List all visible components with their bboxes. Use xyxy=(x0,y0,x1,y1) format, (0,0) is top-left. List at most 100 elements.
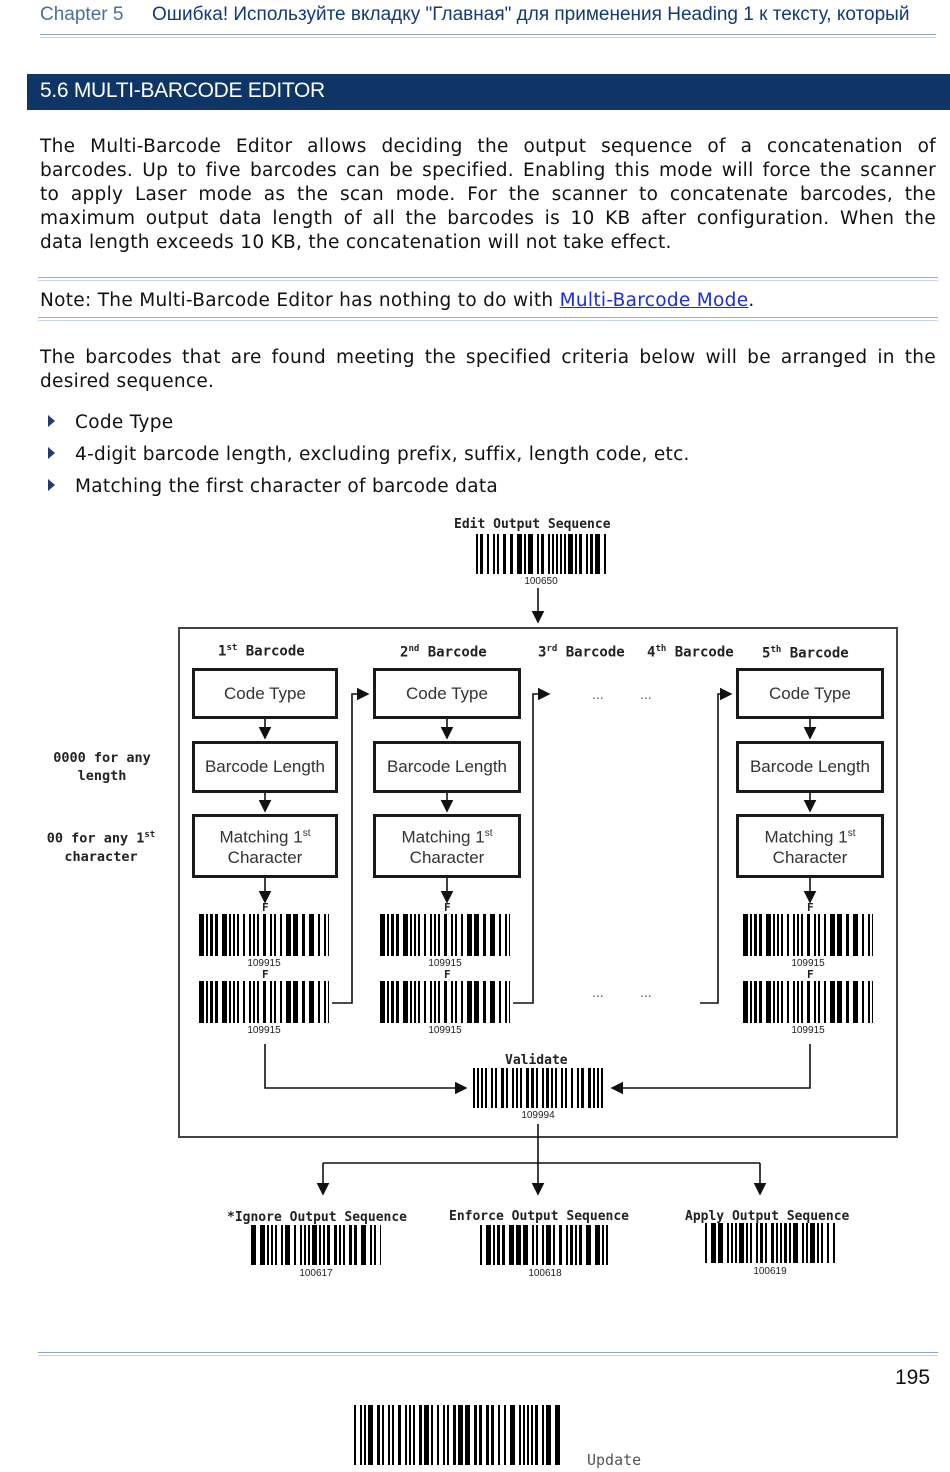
barcode-bar xyxy=(509,981,510,1023)
section-title: 5.6 MULTI-BARCODE EDITOR xyxy=(40,79,325,102)
barcode-bar xyxy=(793,914,795,956)
barcode-bar xyxy=(771,1223,774,1263)
barcode-bar xyxy=(608,1225,610,1265)
f-barcode-5b[interactable] xyxy=(743,981,873,1023)
barcode-bar xyxy=(542,1068,544,1108)
barcode-bar xyxy=(517,534,522,574)
barcode-bar xyxy=(343,1225,345,1265)
column-header-4: 4th Barcode xyxy=(647,644,734,661)
barcode-bar xyxy=(784,1223,787,1263)
barcode-bar xyxy=(405,1405,407,1465)
barcode-bar xyxy=(275,1225,277,1265)
intro-paragraph: The Multi-Barcode Editor allows deciding… xyxy=(40,135,936,255)
bullet-text: Code Type xyxy=(75,412,174,433)
barcode-bar xyxy=(531,1068,534,1108)
barcode-bar xyxy=(575,1225,577,1265)
code-type-box-1: Code Type xyxy=(192,668,338,719)
barcode-bar xyxy=(787,981,789,1023)
barcode-bar xyxy=(253,981,255,1023)
barcode-bar xyxy=(453,1405,456,1465)
barcode-bar xyxy=(503,534,506,574)
barcode-bar xyxy=(561,1068,563,1108)
apply-output-sequence-code: 100619 xyxy=(753,1266,787,1277)
barcode-bar xyxy=(571,1068,573,1108)
barcode-bar xyxy=(487,534,489,574)
barcode-bar xyxy=(318,981,320,1023)
barcode-bar xyxy=(830,914,835,956)
barcode-bar xyxy=(260,1225,265,1265)
ellipsis: ... xyxy=(592,984,604,1000)
barcode-bar xyxy=(274,914,276,956)
note-bottom-rule xyxy=(38,317,938,321)
barcode-bar xyxy=(263,981,266,1023)
barcode-bar xyxy=(447,1405,449,1465)
barcode-bar xyxy=(451,981,453,1023)
barcode-bar xyxy=(477,1068,479,1108)
f-barcode-2[interactable] xyxy=(380,914,510,956)
note-top-rule xyxy=(38,277,938,281)
barcode-bar xyxy=(606,1225,608,1265)
f-barcode-5[interactable] xyxy=(743,914,873,956)
barcode-bar xyxy=(474,1405,477,1465)
barcode-bar xyxy=(334,1225,337,1265)
barcode-bar xyxy=(735,1223,737,1263)
column-header-1: 1st Barcode xyxy=(218,643,305,660)
barcode-bar xyxy=(312,1225,317,1265)
barcode-bar xyxy=(739,1223,744,1263)
barcode-length-box-1: Barcode Length xyxy=(192,741,338,793)
ellipsis: ... xyxy=(640,984,652,1000)
barcode-bar xyxy=(206,914,208,956)
f-barcode-2b[interactable] xyxy=(380,981,510,1023)
column-header-3: 3rd Barcode xyxy=(538,644,625,661)
barcode-bar xyxy=(391,914,394,956)
barcode-bar xyxy=(846,981,849,1023)
barcode-bar xyxy=(818,981,820,1023)
barcode-bar xyxy=(853,914,858,956)
barcode-bar xyxy=(396,981,399,1023)
update-barcode[interactable] xyxy=(354,1405,560,1465)
barcode-bar xyxy=(502,1225,505,1265)
footer-divider xyxy=(38,1352,938,1356)
validate-barcode[interactable] xyxy=(473,1068,603,1108)
column-header-2: 2nd Barcode xyxy=(400,644,487,661)
ignore-output-sequence-barcode[interactable] xyxy=(251,1225,381,1265)
barcode-bar xyxy=(474,981,479,1023)
barcode-bar xyxy=(419,1405,422,1465)
barcode-bar xyxy=(501,1068,504,1108)
barcode-bar xyxy=(509,1225,514,1265)
apply-output-sequence-barcode[interactable] xyxy=(705,1223,835,1263)
f-label: F xyxy=(444,968,451,981)
f-barcode-1b[interactable] xyxy=(199,981,329,1023)
barcode-bar xyxy=(556,534,558,574)
bullet-item: 4-digit barcode length, excluding prefix… xyxy=(48,444,690,465)
barcode-bar xyxy=(493,534,495,574)
multi-barcode-mode-link[interactable]: Multi-Barcode Mode xyxy=(559,290,749,311)
barcode-bar xyxy=(541,534,544,574)
barcode-bar xyxy=(536,1068,538,1108)
barcode-bar xyxy=(243,914,245,956)
barcode-bar xyxy=(773,914,775,956)
barcode-bar xyxy=(437,1405,439,1465)
f-barcode-1[interactable] xyxy=(199,914,329,956)
barcode-bar xyxy=(493,1225,495,1265)
barcode-bar xyxy=(215,914,218,956)
barcode-bar xyxy=(233,914,235,956)
intro-line-4: maximum output data length of all the ba… xyxy=(40,208,936,229)
edit-output-sequence-barcode[interactable] xyxy=(476,534,606,574)
barcode-bar xyxy=(787,914,789,956)
barcode-code: 109915 xyxy=(428,1025,462,1036)
criteria-paragraph: The barcodes that are found meeting the … xyxy=(40,346,936,394)
barcode-code: 109915 xyxy=(791,958,825,969)
barcode-bar xyxy=(257,981,259,1023)
barcode-bar xyxy=(237,981,239,1023)
barcode-bar xyxy=(229,981,231,1023)
intro-line-3: to apply Laser mode as the scan mode. Fo… xyxy=(40,184,936,205)
barcode-bar xyxy=(374,1225,376,1265)
barcode-bar xyxy=(229,914,231,956)
intro-line-1: The Multi-Barcode Editor allows deciding… xyxy=(40,136,936,157)
enforce-output-sequence-barcode[interactable] xyxy=(480,1225,610,1265)
barcode-bar xyxy=(354,1225,357,1265)
barcode-bar xyxy=(731,1223,733,1263)
barcode-bar xyxy=(553,1225,555,1265)
